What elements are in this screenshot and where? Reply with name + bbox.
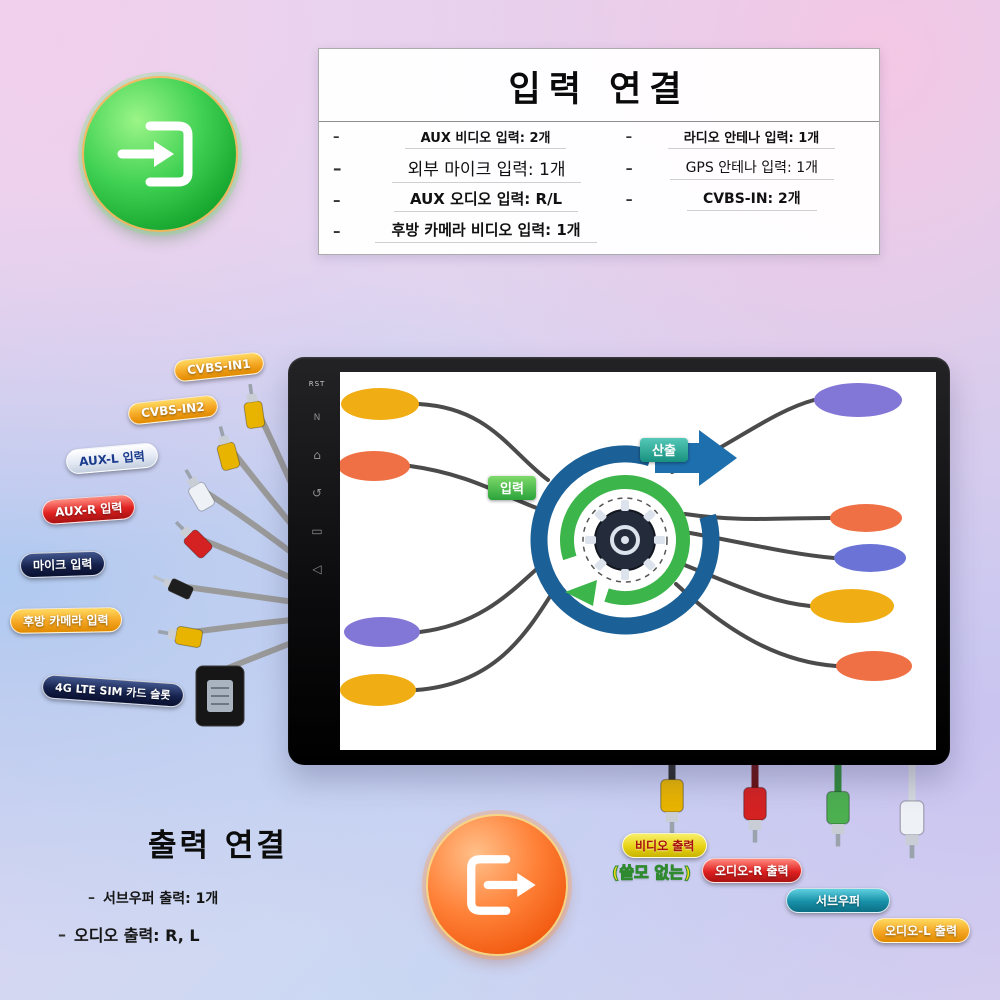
oval-node <box>340 674 416 706</box>
cable-label-aux-l: AUX-L 입력 <box>65 442 159 475</box>
volume-icon[interactable]: ◁ <box>312 562 322 576</box>
gear-icon <box>585 500 665 580</box>
cable-label-sim-slot: 4G LTE SIM 카드 슬롯 <box>41 674 185 708</box>
output-badge: 산출 <box>640 438 688 462</box>
oval-node <box>836 651 912 681</box>
back-icon[interactable]: ↺ <box>311 486 323 500</box>
cable-label-cvbs-in2: CVBS-IN2 <box>127 394 219 426</box>
cable-label-mic: 마이크 입력 <box>19 550 106 579</box>
input-panel-title: 입력 연결 <box>319 49 879 122</box>
input-badge: 입력 <box>488 476 536 500</box>
input-item: AUX 오디오 입력: R/L <box>393 188 579 212</box>
oval-node <box>830 504 902 532</box>
cable-label-rear-camera: 후방 카메라 입력 <box>9 607 122 634</box>
input-item: 외부 마이크 입력: 1개 <box>391 155 582 183</box>
home-icon[interactable]: ⌂ <box>313 448 321 462</box>
input-item: AUX 비디오 입력: 2개 <box>404 127 567 149</box>
input-item: CVBS-IN: 2개 <box>686 188 817 211</box>
oval-node <box>341 388 419 420</box>
input-connection-panel: 입력 연결 AUX 비디오 입력: 2개 라디오 안테나 입력: 1개 외부 마… <box>318 48 880 255</box>
subwoofer-out-label: 서브우퍼 <box>786 888 890 913</box>
export-icon <box>428 816 566 954</box>
rca-connector-yellow-icon <box>216 426 241 471</box>
nav-icon[interactable]: N <box>313 413 321 423</box>
bottom-cables <box>668 758 916 804</box>
head-unit-device: RST N ⌂ ↺ ▭ ◁ <box>288 357 950 765</box>
recents-icon[interactable]: ▭ <box>311 524 323 538</box>
green-arrowhead-icon <box>565 580 597 606</box>
output-item: 서브우퍼 출력: 1개 <box>88 888 218 908</box>
input-list: AUX 비디오 입력: 2개 라디오 안테나 입력: 1개 외부 마이크 입력:… <box>319 122 879 246</box>
video-out-note: (쓸모 없는) <box>611 863 692 883</box>
import-icon <box>84 78 236 230</box>
cable-label-cvbs-in1: CVBS-IN1 <box>173 351 265 383</box>
oval-node <box>810 589 894 623</box>
oval-node <box>340 451 410 481</box>
flow-diagram <box>340 383 912 706</box>
rst-label: RST <box>308 380 326 388</box>
rca-connector-yellow-icon <box>660 778 684 835</box>
input-item: 후방 카메라 비디오 입력: 1개 <box>375 219 597 243</box>
cable-label-aux-r: AUX-R 입력 <box>41 493 137 526</box>
oval-node <box>814 383 902 417</box>
flow-nodes <box>340 383 912 706</box>
rca-connector-yellow-icon <box>157 625 203 648</box>
device-side-buttons: RST N ⌂ ↺ ▭ ◁ <box>302 381 332 741</box>
output-item-text: 오디오 출력: R, L <box>74 926 200 945</box>
output-item: 오디오 출력: R, L <box>58 922 200 946</box>
rca-connector-red-icon <box>743 786 767 843</box>
sim-slot-icon <box>195 665 245 727</box>
oval-node <box>344 617 420 647</box>
rca-connector-yellow-icon <box>243 383 266 429</box>
oval-node <box>834 544 906 572</box>
rca-connector-white-icon <box>899 800 925 859</box>
video-out-label: 비디오 출력 <box>622 833 708 858</box>
rca-connector-white-icon <box>184 468 215 512</box>
rca-connector-red-icon <box>174 520 213 559</box>
audio-r-out-label: 오디오-R 출력 <box>702 858 802 883</box>
audio-l-out-label: 오디오-L 출력 <box>872 918 971 943</box>
mic-plug-icon <box>152 574 195 600</box>
cycle-arrows <box>530 430 737 635</box>
input-item: GPS 안테나 입력: 1개 <box>669 157 834 180</box>
output-item-text: 서브우퍼 출력: 1개 <box>103 891 219 907</box>
device-screen: 입력 산출 <box>340 372 936 750</box>
input-item: 라디오 안테나 입력: 1개 <box>667 127 836 149</box>
rca-connector-green-icon <box>826 790 850 847</box>
output-connection-title: 출력 연결 <box>148 828 288 864</box>
